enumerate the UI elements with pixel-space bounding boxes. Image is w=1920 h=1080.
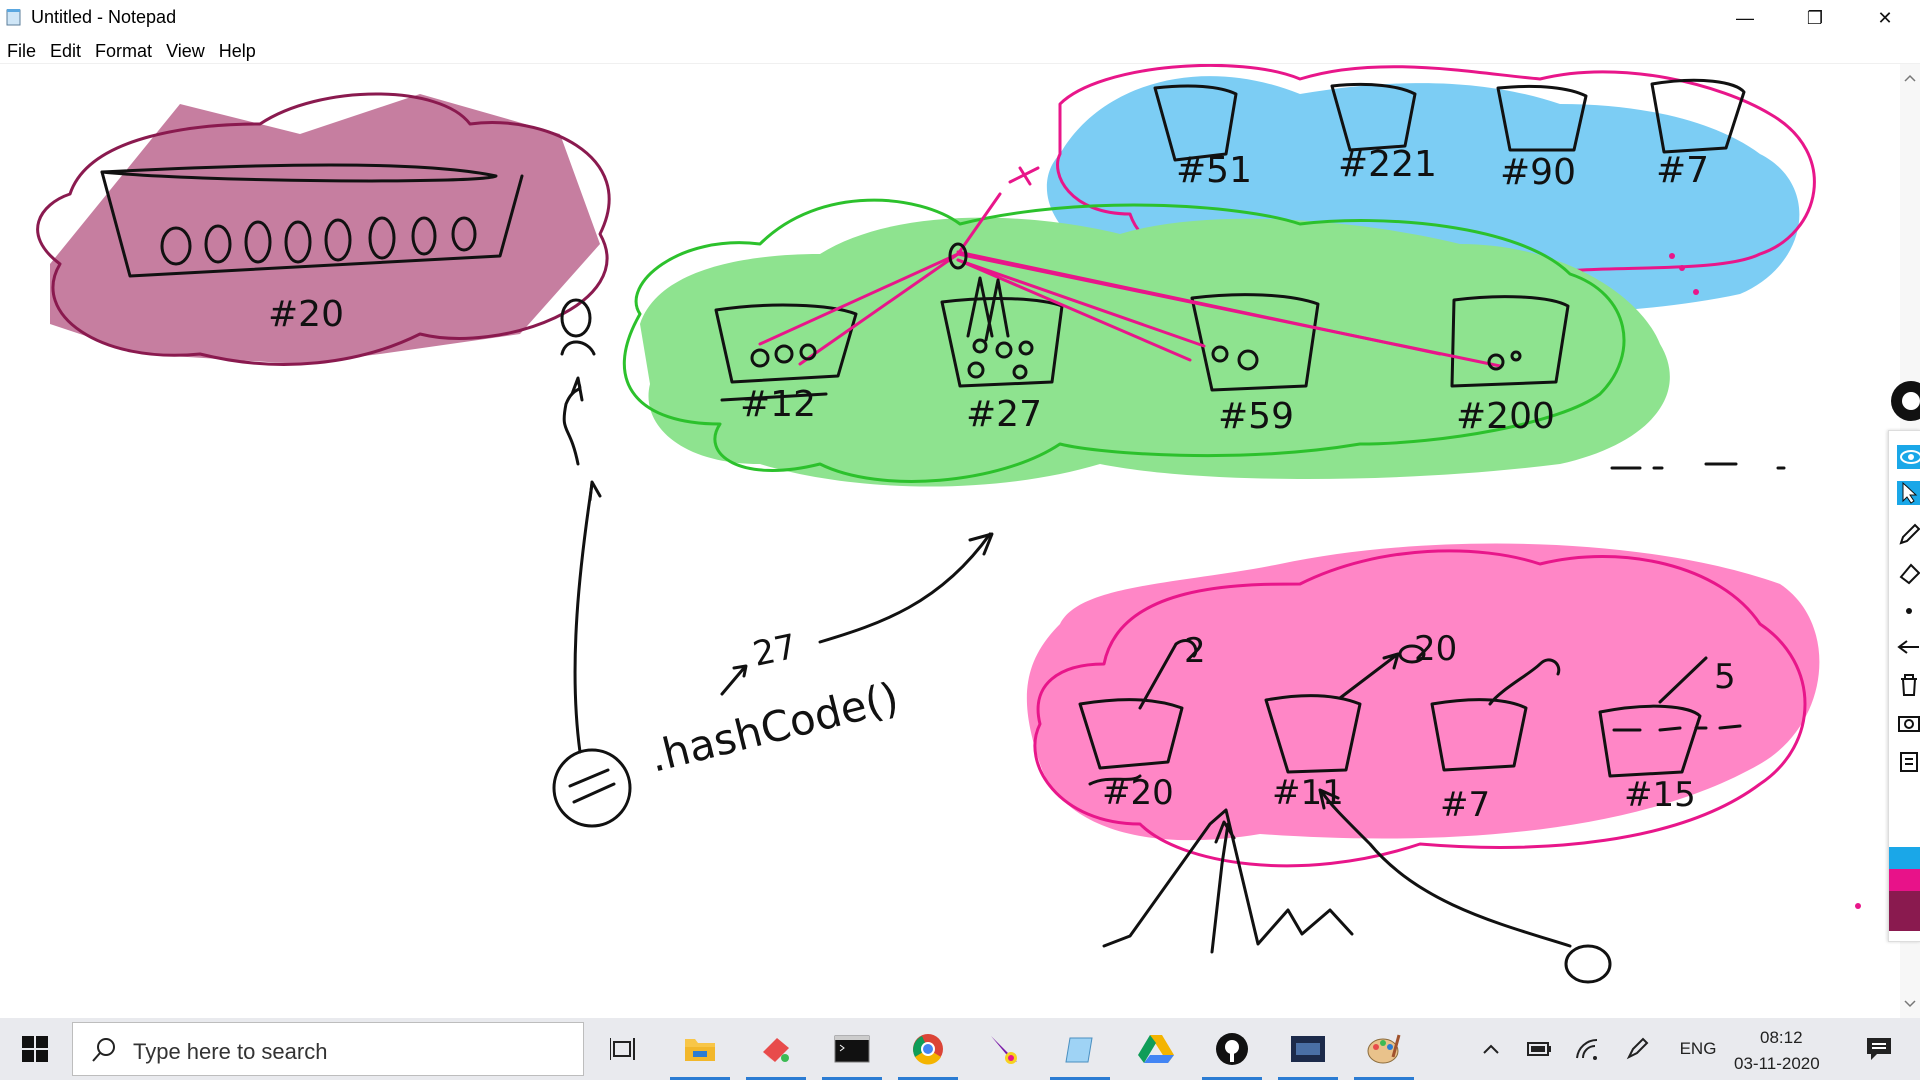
green-cloud: #12 #27 #59 #200 bbox=[622, 166, 1670, 487]
taskbar-command-prompt[interactable] bbox=[816, 1018, 888, 1080]
task-view-button[interactable] bbox=[588, 1018, 660, 1080]
clock-date[interactable]: 03-11-2020 bbox=[1734, 1054, 1820, 1073]
notification-icon bbox=[1867, 1038, 1891, 1060]
annotation-canvas[interactable]: #20 #51 #221 #90 #7 bbox=[0, 64, 1920, 1018]
camera-icon[interactable] bbox=[1897, 711, 1920, 735]
pink-bucket-label-4: #15 bbox=[1624, 775, 1696, 815]
pencil-app-icon bbox=[991, 1036, 1017, 1064]
minimize-button[interactable]: — bbox=[1710, 0, 1780, 36]
eye-icon[interactable] bbox=[1897, 445, 1920, 469]
paint-icon bbox=[1367, 1034, 1401, 1064]
color-swatch[interactable] bbox=[1889, 847, 1920, 869]
green-bucket-label-1: #12 bbox=[740, 384, 816, 425]
taskbar-search[interactable]: Type here to search bbox=[72, 1022, 584, 1076]
menu-file[interactable]: File bbox=[7, 41, 37, 61]
pink-bucket-label-1: #20 bbox=[1102, 773, 1174, 813]
notepad-app-icon bbox=[1065, 1037, 1093, 1063]
title-bar: Untitled - Notepad — ❐ ✕ bbox=[0, 0, 1920, 36]
pink-cloud: #20 #11 #7 #15 2 20 5 bbox=[1026, 462, 1861, 984]
tray-pen[interactable] bbox=[1620, 1018, 1654, 1080]
menu-bar: File Edit Format View Help bbox=[0, 38, 263, 64]
color-swatch[interactable] bbox=[1889, 869, 1920, 891]
windows-logo-icon bbox=[22, 1036, 48, 1062]
maximize-button[interactable]: ❐ bbox=[1780, 0, 1850, 36]
chevron-up-icon bbox=[1483, 1044, 1499, 1054]
menu-help[interactable]: Help bbox=[218, 41, 256, 61]
color-swatch[interactable] bbox=[1889, 891, 1920, 931]
eraser-icon[interactable] bbox=[1897, 561, 1920, 585]
hashcode-arrows bbox=[720, 532, 994, 696]
chrome-icon bbox=[913, 1034, 943, 1065]
blue-bucket-label-1: #51 bbox=[1176, 150, 1252, 191]
folder-icon bbox=[685, 1039, 715, 1061]
clock-time[interactable]: 08:12 bbox=[1760, 1028, 1803, 1047]
wifi-icon bbox=[1576, 1038, 1598, 1060]
pen-tray-icon bbox=[1626, 1037, 1649, 1060]
taskbar-file-explorer[interactable] bbox=[664, 1018, 736, 1080]
search-placeholder: Type here to search bbox=[133, 1039, 328, 1064]
taskbar-pen-app[interactable] bbox=[1196, 1018, 1268, 1080]
drive-icon bbox=[1138, 1035, 1174, 1063]
close-button[interactable]: ✕ bbox=[1850, 0, 1920, 36]
taskbar-mysql[interactable] bbox=[1272, 1018, 1344, 1080]
pen-app-icon bbox=[1216, 1033, 1248, 1065]
green-bucket-label-4: #200 bbox=[1456, 396, 1555, 437]
pen-icon[interactable] bbox=[1897, 523, 1920, 547]
taskbar-pencil-app[interactable] bbox=[968, 1018, 1040, 1080]
clipboard-icon[interactable] bbox=[1897, 749, 1920, 773]
pink-number-2: 20 bbox=[1414, 629, 1457, 669]
tray-network[interactable] bbox=[1570, 1018, 1604, 1080]
pink-number-3: 5 bbox=[1714, 657, 1736, 697]
green-bucket-label-2: #27 bbox=[966, 394, 1042, 435]
cursor-icon[interactable] bbox=[1897, 481, 1920, 505]
tray-language[interactable]: ENG bbox=[1679, 1039, 1717, 1058]
notepad-icon bbox=[6, 9, 21, 26]
hashcode-result: 27 bbox=[750, 627, 801, 675]
taskbar-chrome[interactable] bbox=[892, 1018, 964, 1080]
battery-icon bbox=[1527, 1042, 1551, 1056]
dot-icon[interactable] bbox=[1897, 599, 1920, 623]
hashcode-text: .hashCode() bbox=[645, 673, 904, 782]
pink-number-1: 2 bbox=[1184, 631, 1206, 671]
close-icon: ✕ bbox=[1877, 7, 1893, 28]
start-button[interactable] bbox=[0, 1018, 70, 1080]
trash-icon[interactable] bbox=[1897, 673, 1920, 697]
scroll-up-icon[interactable] bbox=[1900, 68, 1920, 88]
green-bucket-label-3: #59 bbox=[1218, 396, 1294, 437]
taskbar-notepad[interactable] bbox=[1044, 1018, 1116, 1080]
mysql-icon bbox=[1291, 1036, 1325, 1062]
tray-battery[interactable] bbox=[1522, 1018, 1556, 1080]
restore-icon: ❐ bbox=[1806, 7, 1824, 28]
blue-bucket-label-2: #221 bbox=[1338, 144, 1437, 185]
task-view-icon bbox=[610, 1038, 635, 1060]
taskbar: Type here to search bbox=[0, 1018, 1920, 1080]
menu-view[interactable]: View bbox=[166, 41, 205, 61]
blue-bucket-label-4: #7 bbox=[1656, 150, 1709, 191]
taskbar-eraser-app[interactable] bbox=[740, 1018, 812, 1080]
undo-icon[interactable] bbox=[1897, 635, 1920, 659]
terminal-icon bbox=[834, 1035, 870, 1063]
menu-divider bbox=[0, 63, 1920, 64]
maroon-cloud: #20 bbox=[36, 92, 611, 366]
scroll-down-icon[interactable] bbox=[1900, 994, 1920, 1014]
blue-bucket-label-3: #90 bbox=[1500, 152, 1576, 193]
key-object-sketch bbox=[552, 298, 632, 828]
taskbar-google-drive[interactable] bbox=[1120, 1018, 1192, 1080]
menu-format[interactable]: Format bbox=[95, 41, 153, 61]
menu-edit[interactable]: Edit bbox=[50, 41, 82, 61]
pen-toolbar bbox=[1888, 381, 1920, 942]
minimize-icon: — bbox=[1736, 7, 1754, 28]
pen-logo-icon[interactable] bbox=[1889, 379, 1920, 423]
show-hidden-icons[interactable] bbox=[1474, 1018, 1508, 1080]
window-title: Untitled - Notepad bbox=[31, 7, 177, 27]
taskbar-paint[interactable] bbox=[1348, 1018, 1420, 1080]
pink-bucket-label-3: #7 bbox=[1440, 785, 1490, 825]
search-icon bbox=[92, 1038, 115, 1062]
eraser-app-icon bbox=[763, 1038, 789, 1062]
color-swatches bbox=[1889, 847, 1920, 931]
action-center-button[interactable] bbox=[1854, 1018, 1904, 1080]
maroon-bucket-label: #20 bbox=[268, 294, 344, 335]
